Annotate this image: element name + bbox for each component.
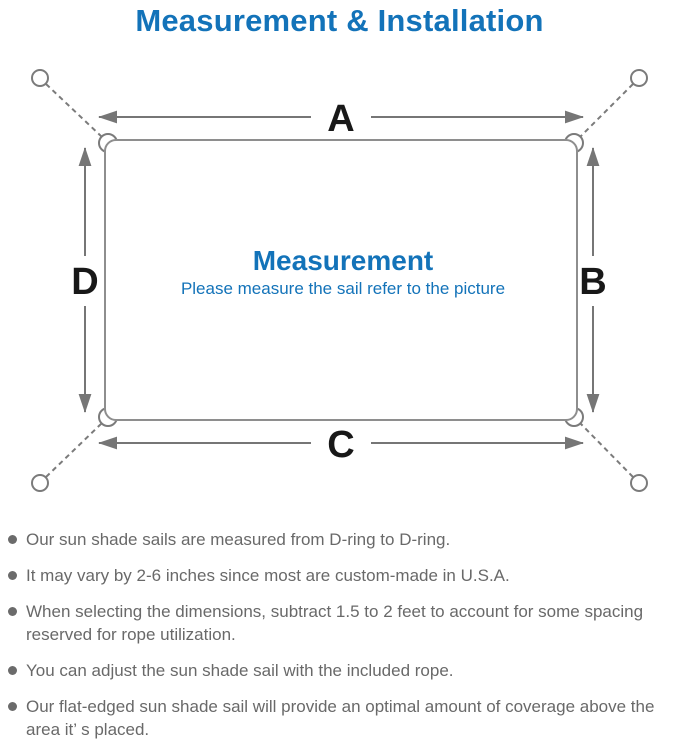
bullet-icon bbox=[8, 571, 17, 580]
label-side-c: C bbox=[327, 424, 354, 466]
bullet-icon bbox=[8, 607, 17, 616]
bullet-icon bbox=[8, 535, 17, 544]
note-text: Our flat-edged sun shade sail will provi… bbox=[26, 697, 655, 739]
sail-outline bbox=[104, 139, 578, 421]
note-text: Our sun shade sails are measured from D-… bbox=[26, 530, 451, 549]
label-side-a: A bbox=[327, 98, 354, 140]
anchor-ring-icon bbox=[31, 69, 648, 492]
bullet-icon bbox=[8, 666, 17, 675]
label-side-b: B bbox=[579, 261, 606, 303]
note-text: It may vary by 2-6 inches since most are… bbox=[26, 566, 510, 585]
page-title: Measurement & Installation bbox=[135, 3, 544, 38]
list-item: It may vary by 2-6 inches since most are… bbox=[8, 564, 665, 587]
bullet-icon bbox=[8, 702, 17, 711]
diagram-center-subtitle: Please measure the sail refer to the pic… bbox=[181, 279, 505, 298]
note-text: You can adjust the sun shade sail with t… bbox=[26, 661, 454, 680]
label-side-d: D bbox=[71, 261, 98, 303]
list-item: When selecting the dimensions, subtract … bbox=[8, 600, 665, 646]
notes-list: Our sun shade sails are measured from D-… bbox=[0, 528, 679, 739]
measurement-diagram: A C D B Measurement Please measure the s… bbox=[31, 69, 648, 492]
diagram-center-title: Measurement bbox=[253, 245, 434, 276]
list-item: Our sun shade sails are measured from D-… bbox=[8, 528, 665, 551]
note-text: When selecting the dimensions, subtract … bbox=[26, 602, 644, 644]
tie-rope-dashed-lines bbox=[45, 83, 634, 478]
list-item: You can adjust the sun shade sail with t… bbox=[8, 659, 665, 682]
list-item: Our flat-edged sun shade sail will provi… bbox=[8, 695, 665, 739]
